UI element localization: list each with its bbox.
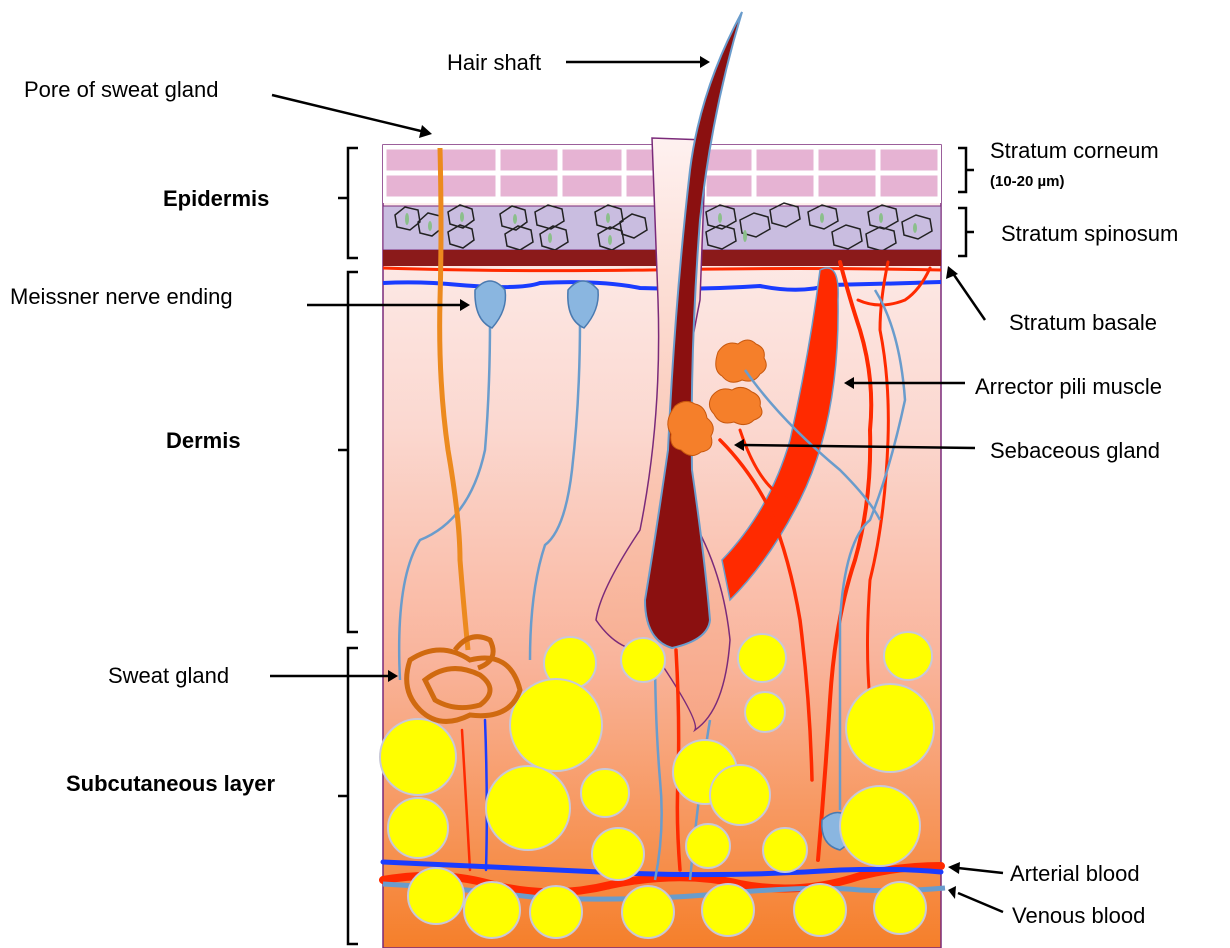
- label-arrector-pili-muscle: Arrector pili muscle: [975, 374, 1162, 399]
- label-pore-of-sweat-gland: Pore of sweat gland: [24, 77, 218, 102]
- label-sebaceous-gland: Sebaceous gland: [990, 438, 1160, 463]
- label-hair-shaft: Hair shaft: [447, 50, 541, 75]
- label-stratum-corneum: Stratum corneum: [990, 138, 1159, 163]
- label-stratum-corneum-thickness: (10-20 µm): [990, 173, 1065, 190]
- label-stratum-spinosum: Stratum spinosum: [1001, 221, 1178, 246]
- label-stratum-basale: Stratum basale: [1009, 310, 1157, 335]
- label-meissner-nerve-ending: Meissner nerve ending: [10, 284, 233, 309]
- label-venous-blood: Venous blood: [1012, 903, 1145, 928]
- label-epidermis: Epidermis: [163, 186, 269, 211]
- label-subcutaneous-layer: Subcutaneous layer: [66, 771, 276, 796]
- label-arterial-blood: Arterial blood: [1010, 861, 1140, 886]
- label-dermis: Dermis: [166, 428, 241, 453]
- label-sweat-gland: Sweat gland: [108, 663, 229, 688]
